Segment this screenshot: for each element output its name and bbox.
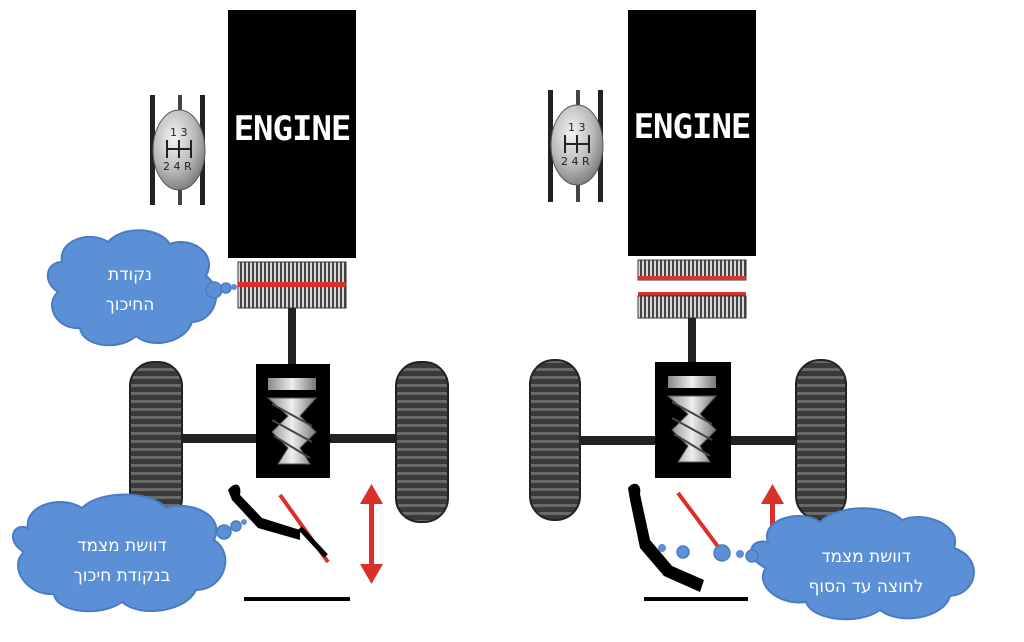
left-assembly: 1 3 2 4 R ENGINE <box>12 10 449 613</box>
clutch-plates-left-engaged <box>237 261 347 309</box>
callout-clutch-line1: נקודת <box>108 265 152 285</box>
clutch-plates-right-disengaged <box>637 259 747 319</box>
wheel-right-2 <box>795 359 847 521</box>
right-assembly: 1 3 2 4 R ENGINE <box>529 10 975 621</box>
callout-clutch-friction-point: נקודת החיכוך <box>47 229 237 347</box>
callout-pedal-fully-pressed: דוושת מצמד לחוצה עד הסוף <box>736 507 975 621</box>
callout-pedal-left-line1: דוושת מצמד <box>77 536 167 556</box>
gear-shifter-right: 1 3 2 4 R <box>548 90 604 202</box>
callout-pedal-right-line2: לחוצה עד הסוף <box>809 577 924 597</box>
pedal-travel-arrow-right <box>761 484 784 546</box>
engine-block-right <box>628 10 756 256</box>
engine-label-right: ENGINE <box>634 107 751 147</box>
gearbox-left <box>256 364 330 478</box>
callout-pedal-left-line2: בנקודת חיכוך <box>74 566 171 586</box>
engine-label-left: ENGINE <box>234 109 351 149</box>
gear-shifter-left: 1 3 2 4 R <box>150 95 206 205</box>
callout-clutch-line2: החיכוך <box>106 295 155 315</box>
engine-block-left <box>228 10 356 258</box>
gear-numbers-top: 1 3 <box>170 126 188 139</box>
gearbox-right <box>655 362 731 478</box>
gear-numbers-bottom: 2 4 R <box>163 160 192 173</box>
clutch-pedal-left <box>228 484 350 601</box>
callout-pedal-right-line1: דוושת מצמד <box>821 547 911 567</box>
wheel-right-1 <box>529 359 581 521</box>
pedal-travel-arrow-left <box>360 484 383 584</box>
clutch-pedal-right <box>628 483 748 601</box>
wheel-left-2 <box>395 361 449 523</box>
callout-pedal-friction: דוושת מצמד בנקודת חיכוך <box>12 493 247 613</box>
gear-numbers-top-right: 1 3 <box>568 121 586 134</box>
gear-numbers-bottom-right: 2 4 R <box>561 155 590 168</box>
